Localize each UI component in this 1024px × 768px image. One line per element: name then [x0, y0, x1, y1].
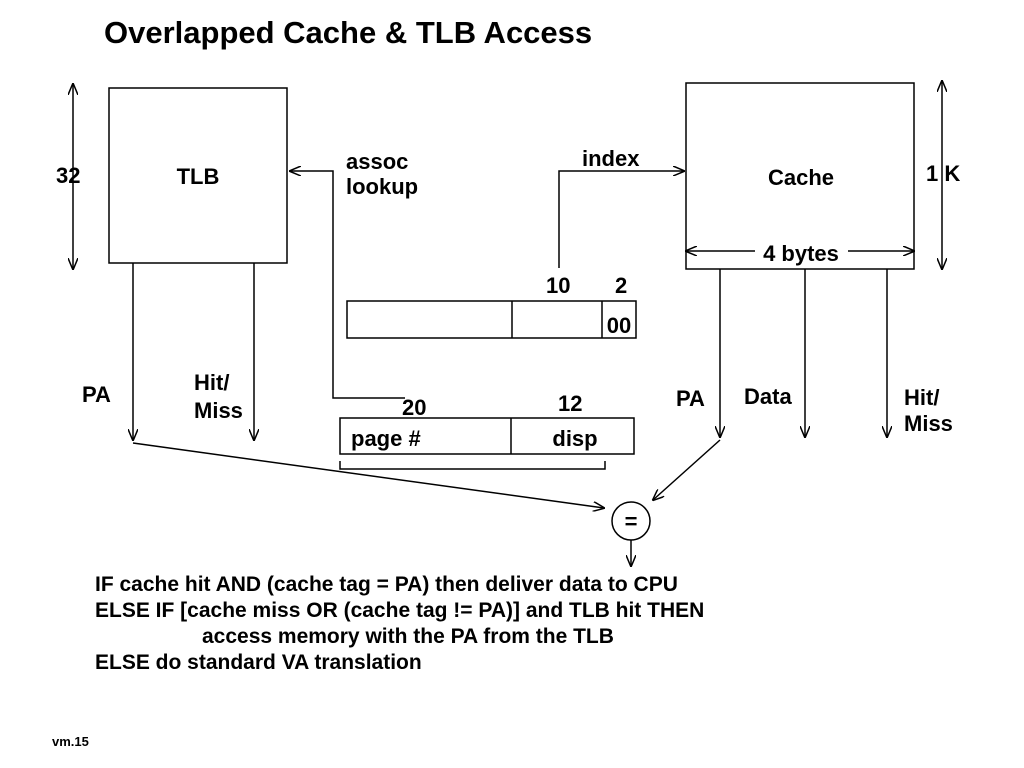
virtual-address-register: [339, 417, 635, 455]
tlb-pa-to-compare-arrow: [132, 442, 604, 508]
cache-pa-label: PA: [676, 386, 705, 411]
tlb-hitmiss-label-1: Hit/: [194, 370, 229, 395]
offset-bits-label: 2: [615, 273, 627, 298]
index-bits-label: 10: [546, 273, 570, 298]
lookup-label: lookup: [346, 174, 418, 199]
tlb-box: [108, 87, 288, 264]
tlb-hitmiss-label-2: Miss: [194, 398, 243, 423]
comparator-symbol: =: [625, 509, 638, 534]
cache-box: [685, 82, 915, 270]
page-bits-label: 20: [402, 395, 426, 420]
cache-height-label: 1 K: [926, 161, 960, 186]
assoc-lookup-arrow: [290, 171, 405, 399]
cache-address-register: [346, 300, 637, 339]
cache-hitmiss-label-1: Hit/: [904, 385, 939, 410]
cache-data-label: Data: [744, 384, 792, 409]
page-number-label: page #: [351, 426, 421, 451]
disp-label: disp: [552, 426, 597, 451]
logic-line-4: ELSE do standard VA translation: [95, 651, 422, 674]
index-label: index: [582, 146, 640, 171]
cache-width-label: 4 bytes: [763, 241, 839, 266]
logic-line-3: access memory with the PA from the TLB: [202, 625, 614, 648]
disp-bits-label: 12: [558, 391, 582, 416]
virtual-address-bracket: [339, 461, 606, 470]
logic-line-2: ELSE IF [cache miss OR (cache tag != PA)…: [95, 599, 704, 622]
offset-value: 00: [607, 313, 631, 338]
cache-label: Cache: [768, 165, 834, 190]
logic-line-1: IF cache hit AND (cache tag = PA) then d…: [95, 573, 678, 596]
cache-hitmiss-label-2: Miss: [904, 411, 953, 436]
tlb-pa-label: PA: [82, 382, 111, 407]
index-arrow: [558, 171, 684, 268]
slide-footer: vm.15: [52, 734, 89, 749]
tlb-height-label: 32: [56, 163, 80, 188]
page-title: Overlapped Cache & TLB Access: [104, 15, 592, 50]
tlb-label: TLB: [177, 164, 220, 189]
cache-pa-to-compare-arrow: [653, 439, 721, 500]
assoc-label: assoc: [346, 149, 408, 174]
